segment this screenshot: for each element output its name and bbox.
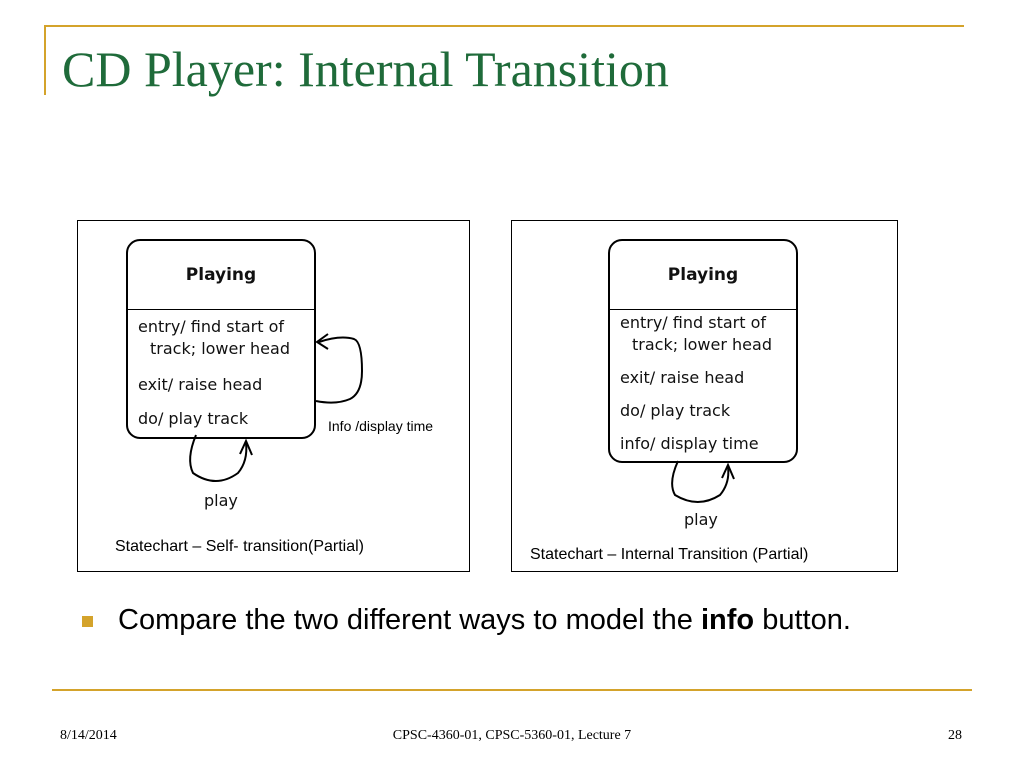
state-action-entry-cont: track; lower head xyxy=(632,335,772,354)
state-action-exit: exit/ raise head xyxy=(620,368,745,387)
play-transition-arrowhead xyxy=(239,438,253,456)
state-name: Playing xyxy=(610,241,796,310)
bullet-text: Compare the two different ways to model … xyxy=(118,602,958,638)
self-transition-arrowhead xyxy=(315,333,329,350)
self-transition-arrow xyxy=(315,336,364,404)
footer-course: CPSC-4360-01, CPSC-5360-01, Lecture 7 xyxy=(392,728,632,743)
diagram-internal-transition: Playing entry/ find start of track; lowe… xyxy=(511,220,898,572)
play-transition-arrow xyxy=(189,434,248,482)
state-playing: Playing entry/ find start of track; lowe… xyxy=(126,239,316,439)
left-transition-arrows xyxy=(189,333,364,482)
bullet-marker xyxy=(82,616,93,627)
state-name: Playing xyxy=(128,241,314,310)
diagram-caption: Statechart – Internal Transition (Partia… xyxy=(530,546,809,563)
state-action-do: do/ play track xyxy=(138,409,249,428)
state-action-do: do/ play track xyxy=(620,401,731,420)
state-playing: Playing entry/ find start of track; lowe… xyxy=(608,239,798,463)
play-transition-label: play xyxy=(684,510,718,529)
state-action-exit: exit/ raise head xyxy=(138,375,263,394)
frame-top-line xyxy=(44,25,964,27)
bullet-text-before: Compare the two different ways to model … xyxy=(118,604,701,636)
slide-title: CD Player: Internal Transition xyxy=(62,41,669,97)
play-transition-arrow xyxy=(671,460,730,503)
footer-page-number: 28 xyxy=(948,728,962,743)
diagram-caption: Statechart – Self- transition(Partial) xyxy=(115,538,364,555)
self-transition-label: Info /display time xyxy=(328,418,434,434)
diagram-self-transition: Playing entry/ find start of track; lowe… xyxy=(77,220,470,572)
state-action-entry: entry/ find start of xyxy=(138,317,285,336)
bullet-text-bold: info xyxy=(701,604,755,636)
state-action-entry: entry/ find start of xyxy=(620,313,767,332)
state-action-entry-cont: track; lower head xyxy=(150,339,290,358)
frame-left-line xyxy=(44,25,46,95)
state-action-info: info/ display time xyxy=(620,434,759,453)
play-transition-arrowhead xyxy=(721,462,735,480)
right-transition-arrows xyxy=(671,460,735,503)
frame-bottom-line xyxy=(52,689,972,691)
footer-date: 8/14/2014 xyxy=(60,728,117,743)
bullet-text-after: button. xyxy=(754,604,851,636)
play-transition-label: play xyxy=(204,491,238,510)
